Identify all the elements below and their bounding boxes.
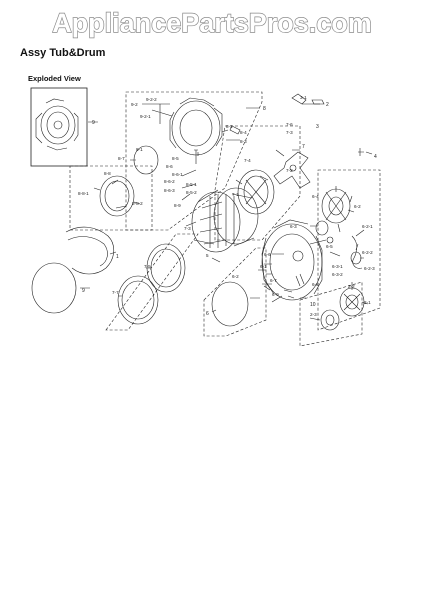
callout-8: 8 (263, 106, 266, 112)
callout-8-8: 8-8 (104, 171, 111, 176)
callout-9-bottom: 9 (82, 288, 85, 294)
callout-8-6: 8-6 (166, 164, 173, 169)
callout-2-2: 2-2 (348, 284, 355, 289)
callout-7-7: 7-7 (112, 290, 119, 295)
callout-7-6: 7-6 (286, 122, 293, 127)
callout-2-3: 2-3 (310, 312, 317, 317)
drum-back-plate-part (237, 169, 275, 215)
callout-9: 9 (92, 120, 95, 126)
callout-7-5: 7-5 (144, 264, 151, 269)
callout-8-6-3: 8-6-3 (164, 188, 175, 193)
hose-part (351, 235, 363, 269)
callout-8-3: 8-3 (240, 139, 247, 144)
spider-part (273, 151, 311, 189)
callout-8-4: 8-4 (240, 130, 247, 135)
callout-7-4: 7-4 (244, 158, 251, 163)
callout-6-2-3: 6-2-3 (364, 266, 375, 271)
callout-7-2: 7-2 (286, 168, 293, 173)
callout-6-5: 6-5 (326, 244, 333, 249)
drum-ring-part (117, 275, 159, 325)
callout-6-8: 6-8 (312, 282, 319, 287)
spring-part (295, 273, 305, 287)
callout-3-1: 3-1 (300, 95, 307, 100)
fastener-parts (262, 263, 272, 285)
callout-7-3-drum: 7-3 (184, 226, 191, 231)
callout-5: 5 (206, 253, 209, 258)
callout-6-2: 6-2 (354, 204, 361, 209)
callout-6: 6 (206, 311, 209, 317)
rear-tub-part (261, 219, 323, 301)
callout-1: 1 (116, 254, 119, 260)
group-boundary-2 (299, 281, 363, 347)
callout-7: 7 (302, 144, 305, 150)
callout-6-6: 6-6 (264, 252, 271, 257)
nut-part (326, 236, 334, 244)
balance-ring-part (146, 243, 186, 293)
callout-7-1: 7-1 (232, 192, 239, 197)
group-boundary-7 (214, 125, 301, 241)
callout-8-2: 8-2 (226, 124, 233, 129)
drum-part (191, 187, 259, 253)
watermark-text: AppliancePartsPros.com (52, 8, 372, 38)
group-boundary-7-7 (105, 233, 199, 331)
callout-6-2-bottom: 6-2 (232, 274, 239, 279)
callout-9-2: 9-2 (131, 102, 138, 107)
front-tub-part (169, 97, 223, 156)
pin-part (194, 149, 198, 164)
callout-6-9: 6-9 (272, 292, 279, 297)
callout-8-5-2: 8-5-2 (186, 190, 197, 195)
gasket-ring-part (93, 175, 141, 217)
washer-parts (283, 289, 295, 299)
callout-8-7: 8-7 (118, 156, 125, 161)
callout-6-3-2: 6-3-2 (332, 272, 343, 277)
callout-8-9: 8-9 (174, 203, 181, 208)
callout-8-5-1: 8-5-1 (186, 182, 197, 187)
rotor-part (320, 309, 340, 331)
callout-8-1: 8-1 (136, 147, 143, 152)
callout-9-2-1: 9-2-1 (140, 114, 151, 119)
callout-10: 10 (310, 302, 316, 308)
rear-disc-part (211, 281, 249, 327)
page-title: Assy Tub&Drum (20, 47, 106, 59)
callout-6-3: 6-3 (290, 224, 297, 229)
screw-part (291, 93, 307, 105)
bolt-part (358, 148, 364, 156)
bracket-part (311, 99, 325, 105)
callout-6-2-1: 6-2-1 (362, 224, 373, 229)
callout-8-6-2: 8-6-2 (164, 179, 175, 184)
inset-tub-assembly (35, 98, 79, 151)
callout-8-8-2: 8-8-2 (132, 201, 143, 206)
damper-part (229, 125, 241, 135)
group-boundary-6-2 (317, 169, 381, 331)
callout-6-3-1: 6-3-1 (332, 264, 343, 269)
front-disc-part (31, 262, 77, 314)
callout-9-2-2: 9-2-2 (146, 97, 157, 102)
group-boundary-6 (203, 247, 267, 337)
callout-8-8-1: 8-8-1 (78, 191, 89, 196)
group-boundary-8-8 (69, 165, 153, 231)
callout-labels: 9 9-2 9-2-2 9-2-1 8 8-2 8-4 8-3 8-1 8-7 … (78, 95, 377, 317)
callout-4: 4 (374, 154, 377, 160)
callout-3: 3 (316, 124, 319, 130)
callout-8-6-1: 8-6-1 (172, 172, 183, 177)
callout-6-7: 6-7 (270, 278, 277, 283)
bearing-part (315, 220, 329, 236)
callout-6-1: 6-1 (260, 264, 267, 269)
pulley-part (339, 287, 365, 317)
bearing-housing-part (321, 188, 351, 224)
inset-frame (30, 87, 88, 167)
watermark: AppliancePartsPros.com (51, 7, 372, 38)
callout-7-3: 7-3 (286, 130, 293, 135)
callout-6-2-2: 6-2-2 (362, 250, 373, 255)
page-subtitle: Exploded View (28, 74, 81, 83)
clamp-part (65, 226, 115, 275)
callout-2: 2 (326, 102, 329, 108)
callout-6-4: 6-4 (312, 194, 319, 199)
callout-2-1: 2-1 (364, 300, 371, 305)
callout-8-5: 8-5 (172, 156, 179, 161)
